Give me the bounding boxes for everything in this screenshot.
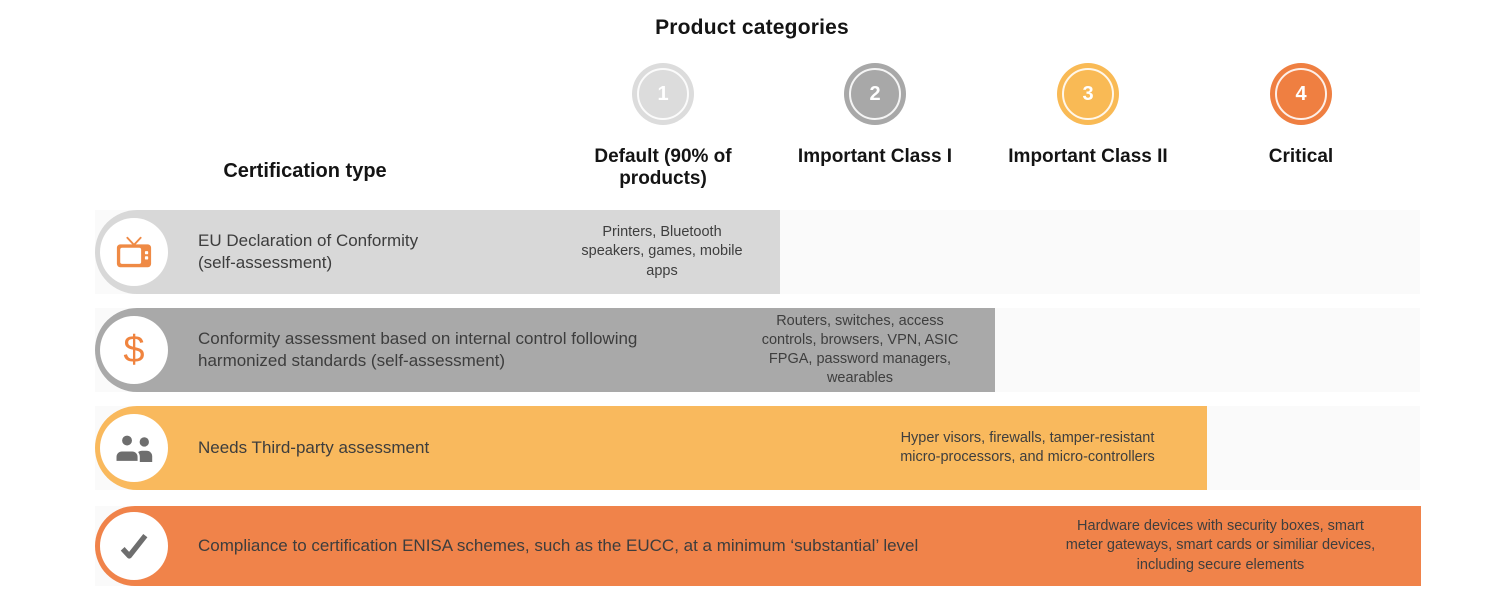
category-1-badge: 1 — [632, 63, 694, 125]
column-header-important-class-2: 3 Important Class II — [978, 63, 1198, 168]
row-icon-circle — [100, 414, 168, 482]
page-title: Product categories — [655, 16, 849, 39]
category-2-badge: 2 — [844, 63, 906, 125]
certification-type-text: Needs Third-party assessment — [198, 437, 430, 457]
badge-ring — [1062, 68, 1114, 120]
certification-type-text: EU Declaration of Conformity (self-asses… — [198, 230, 419, 272]
column-label: Important Class II — [1008, 146, 1168, 167]
certification-type-text: Conformity assessment based on internal … — [198, 328, 638, 370]
check-icon — [120, 533, 148, 559]
tv-icon — [116, 236, 152, 267]
certification-type-header: Certification type — [223, 160, 387, 182]
products-text: Hyper visors, firewalls, tamper-resistan… — [900, 429, 1155, 465]
table-row-third-party: Needs Third-party assessment Hyper visor… — [0, 406, 1504, 490]
category-number: 3 — [1082, 82, 1094, 105]
category-number: 2 — [869, 82, 881, 105]
column-label: Important Class I — [797, 146, 953, 167]
products-text: Printers, Bluetooth speakers, games, mob… — [581, 224, 743, 279]
dollar-icon: $ — [123, 329, 145, 371]
column-header-default: 1 Default (90% of products) — [553, 63, 773, 191]
products-text: Routers, switches, access controls, brow… — [761, 312, 959, 387]
row-icon-circle — [100, 218, 168, 286]
row-pill — [95, 506, 1421, 586]
row-pill — [95, 406, 1207, 490]
badge-ring — [637, 68, 689, 120]
row-icon-circle: $ — [100, 316, 168, 384]
people-icon — [113, 433, 152, 463]
category-3-badge: 3 — [1057, 63, 1119, 125]
row-icon-circle — [100, 512, 168, 580]
category-number: 4 — [1295, 82, 1307, 105]
column-header-critical: 4 Critical — [1191, 63, 1411, 168]
badge-ring — [849, 68, 901, 120]
table-row-eu-declaration: EU Declaration of Conformity (self-asses… — [0, 210, 1504, 294]
table-row-enisa-certification: Compliance to certification ENISA scheme… — [0, 506, 1504, 586]
row-pill — [95, 210, 780, 294]
products-text: Hardware devices with security boxes, sm… — [1065, 518, 1376, 573]
category-number: 1 — [657, 82, 669, 105]
column-label: Critical — [1268, 146, 1334, 167]
category-4-badge: 4 — [1270, 63, 1332, 125]
column-label: Default (90% of products) — [594, 146, 732, 190]
row-pill — [95, 308, 995, 392]
column-header-important-class-1: 2 Important Class I — [765, 63, 985, 168]
certification-type-text: Compliance to certification ENISA scheme… — [198, 535, 919, 555]
table-row-internal-control: $ Conformity assessment based on interna… — [0, 308, 1504, 392]
badge-ring — [1275, 68, 1327, 120]
